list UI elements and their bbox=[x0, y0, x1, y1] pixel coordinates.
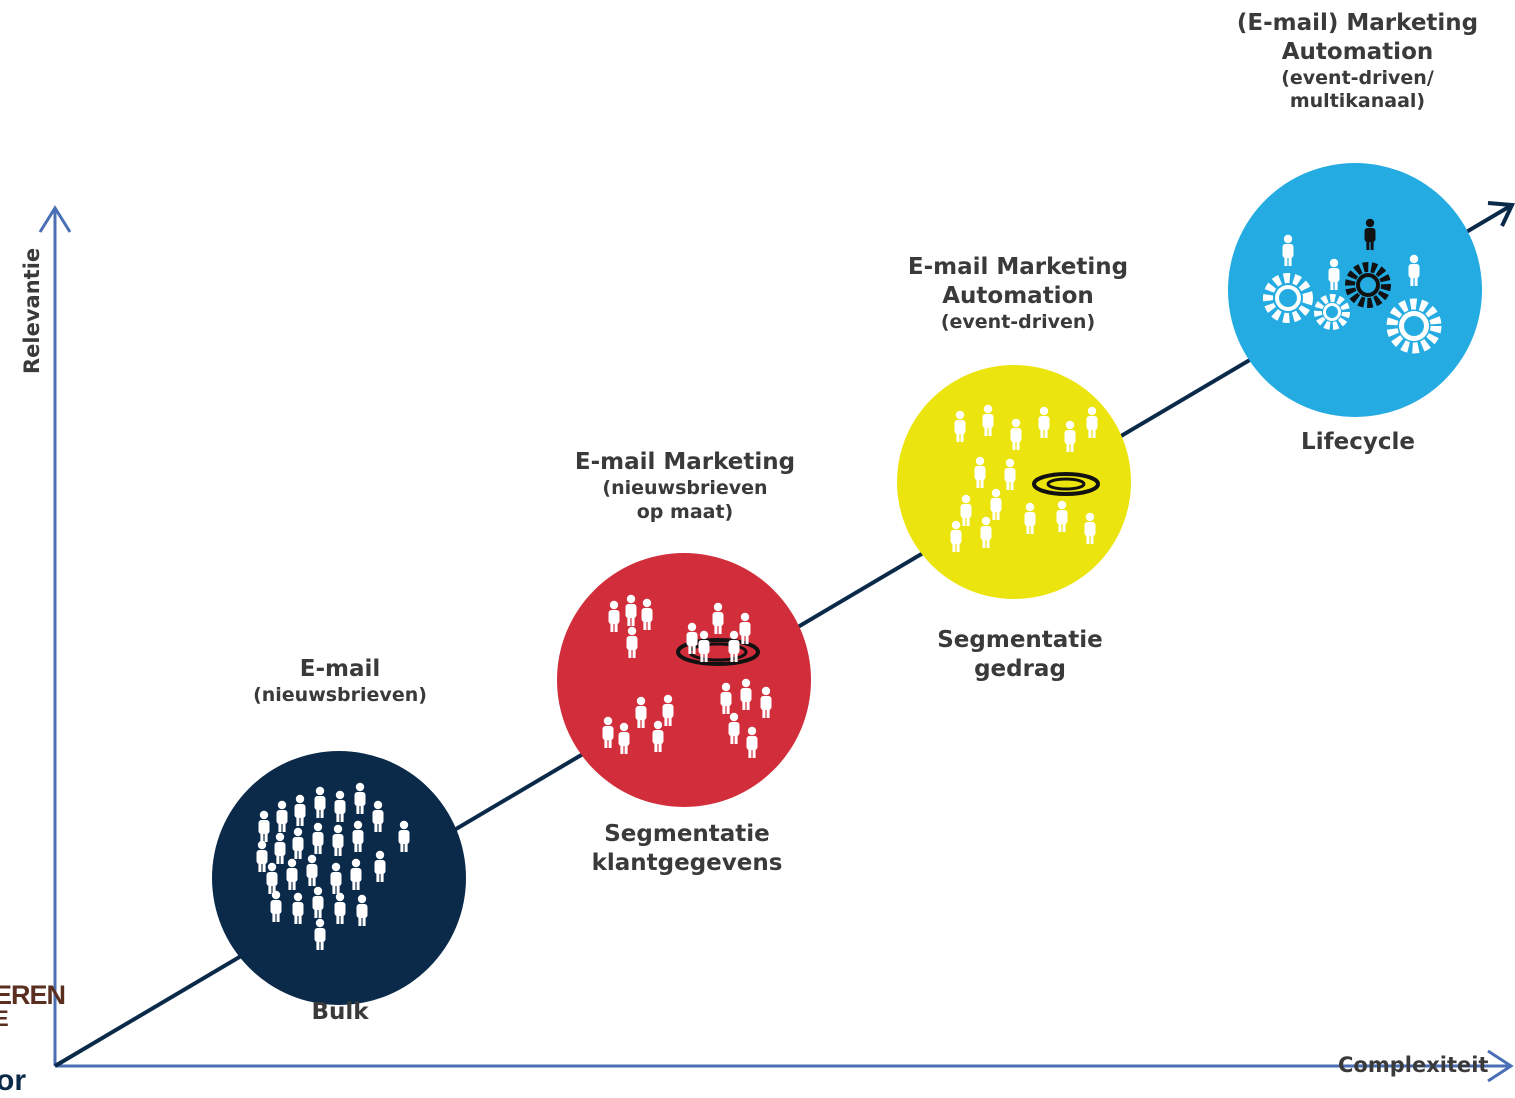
stage-title-text: Automation bbox=[942, 282, 1094, 309]
stage-caption-lifecycle: Lifecycle bbox=[1258, 428, 1458, 457]
segmented-groups-icon bbox=[602, 594, 772, 758]
stage-circle-bulk bbox=[212, 751, 466, 1005]
stage-caption-text: Lifecycle bbox=[1301, 429, 1415, 455]
stage-caption-text: Segmentatie bbox=[937, 627, 1103, 653]
target-person-icon bbox=[950, 404, 1100, 552]
stage-caption-text: Bulk bbox=[311, 999, 369, 1025]
stage-subtitle-text: (nieuwsbrieven bbox=[602, 476, 768, 499]
stage-subtitle-text: (nieuwsbrieven) bbox=[253, 683, 427, 706]
stage-subtitle-text: op maat) bbox=[636, 500, 734, 523]
gear-icon bbox=[1263, 273, 1313, 323]
watermark-text-bottom: E bbox=[0, 1006, 9, 1031]
stage-caption-text: Segmentatie bbox=[604, 821, 770, 847]
stage-subtitle-text: (event-driven/ bbox=[1281, 66, 1434, 89]
x-axis-label: Complexiteit bbox=[1338, 1053, 1489, 1077]
stage-caption-segment-klant: Segmentatie klantgegevens bbox=[572, 820, 802, 878]
gear-icon bbox=[1386, 298, 1442, 354]
stage-title-segment-klant: E-mail Marketing (nieuwsbrieven op maat) bbox=[560, 448, 810, 524]
x-axis bbox=[55, 1049, 1514, 1083]
stage-title-text: Automation bbox=[1281, 38, 1434, 65]
gear-icon bbox=[1314, 294, 1350, 330]
stage-caption-bulk: Bulk bbox=[240, 998, 440, 1027]
stage-title-text: E-mail Marketing bbox=[574, 449, 796, 475]
stage-caption-text: klantgegevens bbox=[591, 849, 783, 876]
watermark-fragment: or bbox=[0, 1064, 26, 1097]
stage-title-bulk: E-mail (nieuwsbrieven) bbox=[240, 655, 440, 708]
y-axis bbox=[38, 205, 72, 1066]
stage-circle-segment-klant bbox=[557, 553, 811, 807]
stage-title-lifecycle: (E-mail) Marketing Automation (event-dri… bbox=[1220, 9, 1495, 114]
watermark-text-top: EREN bbox=[0, 980, 66, 1010]
stage-title-segment-gedrag: E-mail Marketing Automation (event-drive… bbox=[888, 253, 1148, 334]
stage-caption-text: gedrag bbox=[974, 655, 1066, 682]
stage-title-text: (E-mail) Marketing bbox=[1236, 10, 1479, 36]
stage-circle-lifecycle bbox=[1228, 163, 1482, 417]
stage-caption-segment-gedrag: Segmentatie gedrag bbox=[910, 626, 1130, 684]
stage-subtitle-text: (event-driven) bbox=[940, 310, 1096, 333]
stage-title-text: E-mail Marketing bbox=[907, 254, 1129, 280]
stage-subtitle-text: multikanaal) bbox=[1289, 90, 1426, 113]
stage-title-text: E-mail bbox=[299, 656, 381, 682]
y-axis-label: Relevantie bbox=[20, 247, 44, 374]
gears-people-icon bbox=[1263, 218, 1442, 354]
gear-icon bbox=[1345, 262, 1391, 308]
stage-circle-segment-gedrag bbox=[897, 365, 1131, 599]
